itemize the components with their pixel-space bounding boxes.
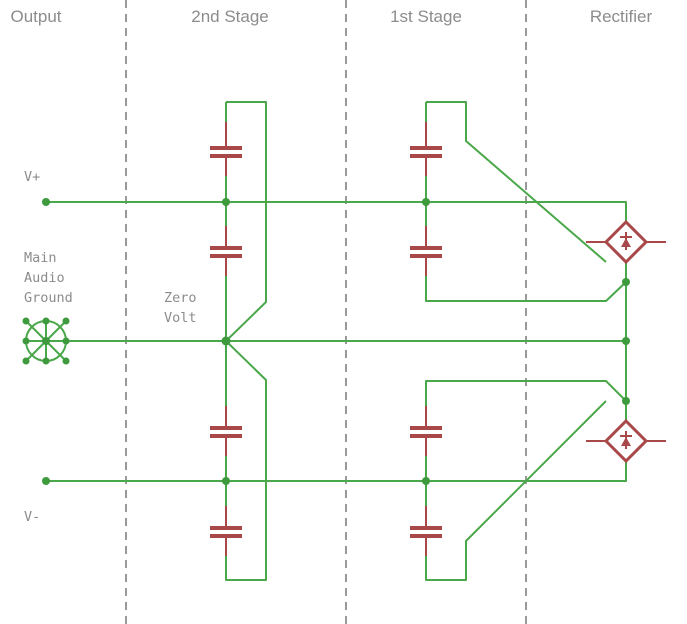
star-ground-icon xyxy=(22,317,70,365)
capacitor-icon xyxy=(210,506,242,556)
junction-dot xyxy=(42,477,50,485)
capacitor-icon xyxy=(410,506,442,556)
label-main-line1: Main xyxy=(24,250,57,266)
capacitor-icon xyxy=(210,122,242,176)
v-minus-rail xyxy=(46,461,627,482)
header-output: Output xyxy=(10,7,61,26)
junction-dot xyxy=(622,337,630,345)
label-main-line2: Audio xyxy=(24,270,65,286)
junction-dot xyxy=(222,198,230,206)
stage1-top-lower xyxy=(425,258,627,302)
capacitor-icon xyxy=(210,406,242,456)
junction-dot xyxy=(42,198,50,206)
capacitor-icon xyxy=(410,122,442,176)
header-1st-stage: 1st Stage xyxy=(390,7,462,26)
stage1-top-return xyxy=(426,101,607,263)
stage1-bot-upper xyxy=(425,380,627,426)
header-rectifier: Rectifier xyxy=(590,7,653,26)
label-main-line3: Ground xyxy=(24,290,73,306)
junction-dot xyxy=(422,477,430,485)
label-zero-line1: Zero xyxy=(164,290,197,306)
header-2nd-stage: 2nd Stage xyxy=(191,7,269,26)
junction-dot xyxy=(222,477,230,485)
junction-dot xyxy=(422,198,430,206)
label-v-minus: V- xyxy=(24,509,40,525)
wires xyxy=(46,101,627,581)
capacitor-icon xyxy=(210,226,242,276)
bridge-rectifier-icon xyxy=(586,418,666,464)
bridge-rectifier-icon xyxy=(586,219,666,265)
stage2-bot-return xyxy=(225,340,267,581)
capacitor-icon xyxy=(410,406,442,456)
stage2-top-return xyxy=(225,101,267,342)
junction-dots xyxy=(42,198,630,485)
label-v-plus: V+ xyxy=(24,169,40,185)
capacitor-icon xyxy=(410,226,442,276)
label-zero-line2: Volt xyxy=(164,310,197,326)
junction-dot xyxy=(622,397,630,405)
junction-dot xyxy=(221,336,231,346)
v-plus-rail xyxy=(46,201,627,222)
junction-dot xyxy=(622,278,630,286)
stage1-bot-return xyxy=(425,400,607,581)
capacitors xyxy=(210,122,442,556)
